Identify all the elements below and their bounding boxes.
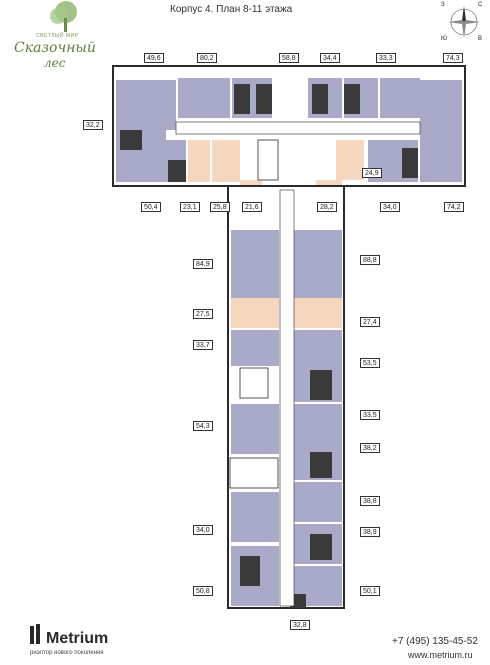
brand-name: Metrium (46, 630, 109, 647)
logo-name-line1: Сказочный (14, 40, 96, 56)
area-label-tower-left-2: 27,5 (193, 309, 213, 319)
area-label-bottom-6: 34,0 (380, 202, 400, 212)
compass-south: Ю (441, 36, 448, 42)
area-label-tower-right-8: 50,1 (360, 586, 380, 596)
area-label-bottom-3: 25,8 (210, 202, 230, 212)
area-label-tower-right-6: 38,8 (360, 496, 380, 506)
area-label-tower-right-7: 38,9 (360, 527, 380, 537)
area-label-bottom-7: 74,2 (444, 202, 464, 212)
area-label-tower-right-1: 88,8 (360, 255, 380, 265)
area-label-top-2: 80,2 (197, 53, 217, 63)
area-label-tower-left-5: 34,0 (193, 525, 213, 535)
compass-east: В (478, 36, 483, 42)
area-label-top-3: 58,8 (279, 53, 299, 63)
area-label-bottom-1: 50,4 (141, 202, 161, 212)
area-label-top-4: 34,4 (320, 53, 340, 63)
compass-icon (448, 6, 480, 38)
area-label-tower-right-3: 53,5 (360, 358, 380, 368)
brand-subtitle: риэлтор нового поколения (30, 650, 104, 656)
area-label-tower-left-6: 50,8 (193, 586, 213, 596)
area-label-bottom-4: 21,6 (242, 202, 262, 212)
area-label-tower-right-4: 33,5 (360, 410, 380, 420)
logo-name-line2: лес (44, 56, 66, 70)
area-label-bottom-tower: 32,8 (290, 620, 310, 630)
compass-north: С (478, 2, 483, 8)
area-label-tower-right-2: 27,4 (360, 317, 380, 327)
area-label-top-5: 33,3 (376, 53, 396, 63)
area-label-top-1: 49,6 (144, 53, 164, 63)
website-link[interactable]: www.metrium.ru (408, 650, 473, 660)
compass-west: З (441, 2, 445, 8)
area-label-tower-right-5: 38,2 (360, 443, 380, 453)
area-label-corridor-center: 24,9 (362, 168, 382, 178)
page-title: Корпус 4. План 8-11 этажа (170, 4, 293, 15)
area-label-tower-left-1: 84,9 (193, 259, 213, 269)
area-label-tower-left-3: 33,7 (193, 340, 213, 350)
phone-number[interactable]: +7 (495) 135-45-52 (392, 636, 478, 647)
area-label-tower-left-4: 54,3 (193, 421, 213, 431)
area-label-top-6: 74,3 (443, 53, 463, 63)
tree-logo-icon (50, 1, 77, 32)
area-label-bottom-2: 23,1 (180, 202, 200, 212)
logo-tagline: СВЕТЛЫЙ МИР (36, 33, 79, 39)
area-label-bottom-5: 28,2 (317, 202, 337, 212)
metrium-logo-icon (30, 624, 40, 644)
area-label-left-wing: 32,2 (83, 120, 103, 130)
